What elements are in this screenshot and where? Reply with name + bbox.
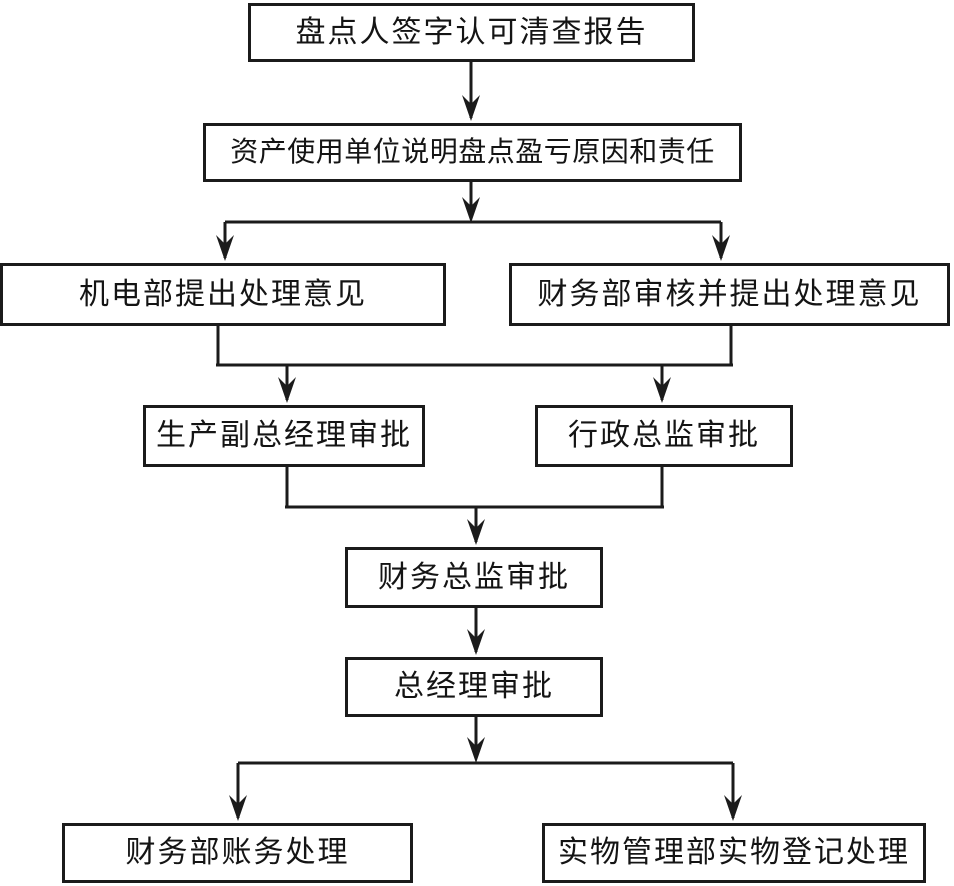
flow-node-finance-accounting-label: 财务部账务处理 (125, 836, 350, 869)
arrow-bus-to-admin-director (653, 365, 671, 403)
flow-node-general-manager-label: 总经理审批 (394, 670, 554, 703)
flow-node-physical-registration: 实物管理部实物登记处理 (542, 823, 926, 883)
flow-node-finance-review-label: 财务部审核并提出处理意见 (537, 277, 922, 311)
flow-node-finance-accounting: 财务部账务处理 (62, 823, 413, 883)
flow-node-finance-director-label: 财务总监审批 (378, 560, 570, 594)
flow-node-sign-report-label: 盘点人签字认可清查报告 (295, 15, 648, 49)
flow-node-admin-director: 行政总监审批 (535, 405, 793, 467)
arrow-bus-to-finance-director (467, 507, 485, 545)
arrow-gm-to-split-bus (467, 717, 485, 763)
arrow-split-to-finance-review (712, 222, 730, 261)
arrow-sign-report-to-explain (462, 62, 480, 121)
flow-node-explain-reason-label: 资产使用单位说明盘点盈亏原因和责任 (230, 136, 715, 168)
arrow-split-to-mech-dept (216, 222, 234, 261)
flow-node-production-vp: 生产副总经理审批 (143, 405, 425, 467)
flow-node-finance-director: 财务总监审批 (345, 547, 603, 608)
arrow-split-to-finance-accounting (229, 763, 247, 821)
flow-node-admin-director-label: 行政总监审批 (568, 419, 760, 452)
flow-node-production-vp-label: 生产副总经理审批 (156, 419, 412, 452)
flow-node-sign-report: 盘点人签字认可清查报告 (248, 3, 695, 62)
arrow-explain-to-split-bus (462, 182, 480, 223)
flow-node-general-manager: 总经理审批 (345, 657, 603, 717)
flow-node-finance-review: 财务部审核并提出处理意见 (509, 263, 950, 326)
arrow-finance-director-to-gm (467, 608, 485, 655)
arrow-bus-to-production-vp (278, 365, 296, 403)
flow-node-explain-reason: 资产使用单位说明盘点盈亏原因和责任 (203, 123, 742, 182)
arrow-split-to-physical-registration (724, 763, 742, 821)
flow-node-mech-dept-label: 机电部提出处理意见 (79, 277, 367, 311)
flow-node-mech-dept: 机电部提出处理意见 (0, 263, 446, 326)
flow-node-physical-registration-label: 实物管理部实物登记处理 (558, 836, 910, 869)
